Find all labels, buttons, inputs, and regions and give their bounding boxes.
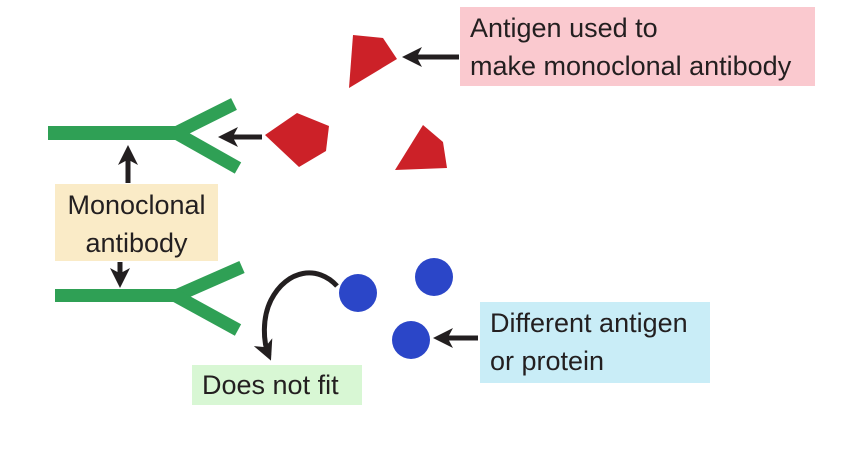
does-not-fit-label-text: Does not fit [202, 370, 339, 400]
antibody-lower-stem [55, 289, 185, 302]
antigen-wedge-right [395, 125, 447, 170]
monoclonal-label-line2: antibody [85, 228, 188, 258]
arrow-protein-does-not-fit [253, 270, 339, 361]
antigen-label: Antigen used to make monoclonal antibody [460, 7, 815, 86]
protein-circle-bottom [392, 321, 430, 359]
antigen-label-line2: make monoclonal antibody [470, 51, 792, 81]
antigen-label-line1: Antigen used to [470, 13, 658, 43]
protein-circle-top [415, 258, 453, 296]
antibody-upper-stem [48, 126, 185, 140]
different-antigen-label-line1: Different antigen [490, 308, 688, 338]
antibody-lower [55, 261, 245, 336]
different-antigen-label: Different antigen or protein [480, 302, 710, 383]
antibody-upper [48, 98, 242, 174]
monoclonal-label-line1: Monoclonal [67, 190, 206, 220]
antibody-lower-arm-bottom [172, 290, 242, 336]
antibody-upper-arm-bottom [172, 127, 242, 174]
different-antigen-label-line2: or protein [490, 346, 605, 376]
protein-circle-left [339, 274, 377, 312]
antibody-upper-arm-top [173, 98, 237, 139]
antibody-lower-arm-top [173, 261, 245, 302]
monoclonal-antibody-label: Monoclonal antibody [55, 184, 218, 261]
antigen-wedge-top [349, 35, 397, 88]
antigen-wedge-middle [265, 113, 329, 167]
does-not-fit-label: Does not fit [192, 365, 362, 405]
